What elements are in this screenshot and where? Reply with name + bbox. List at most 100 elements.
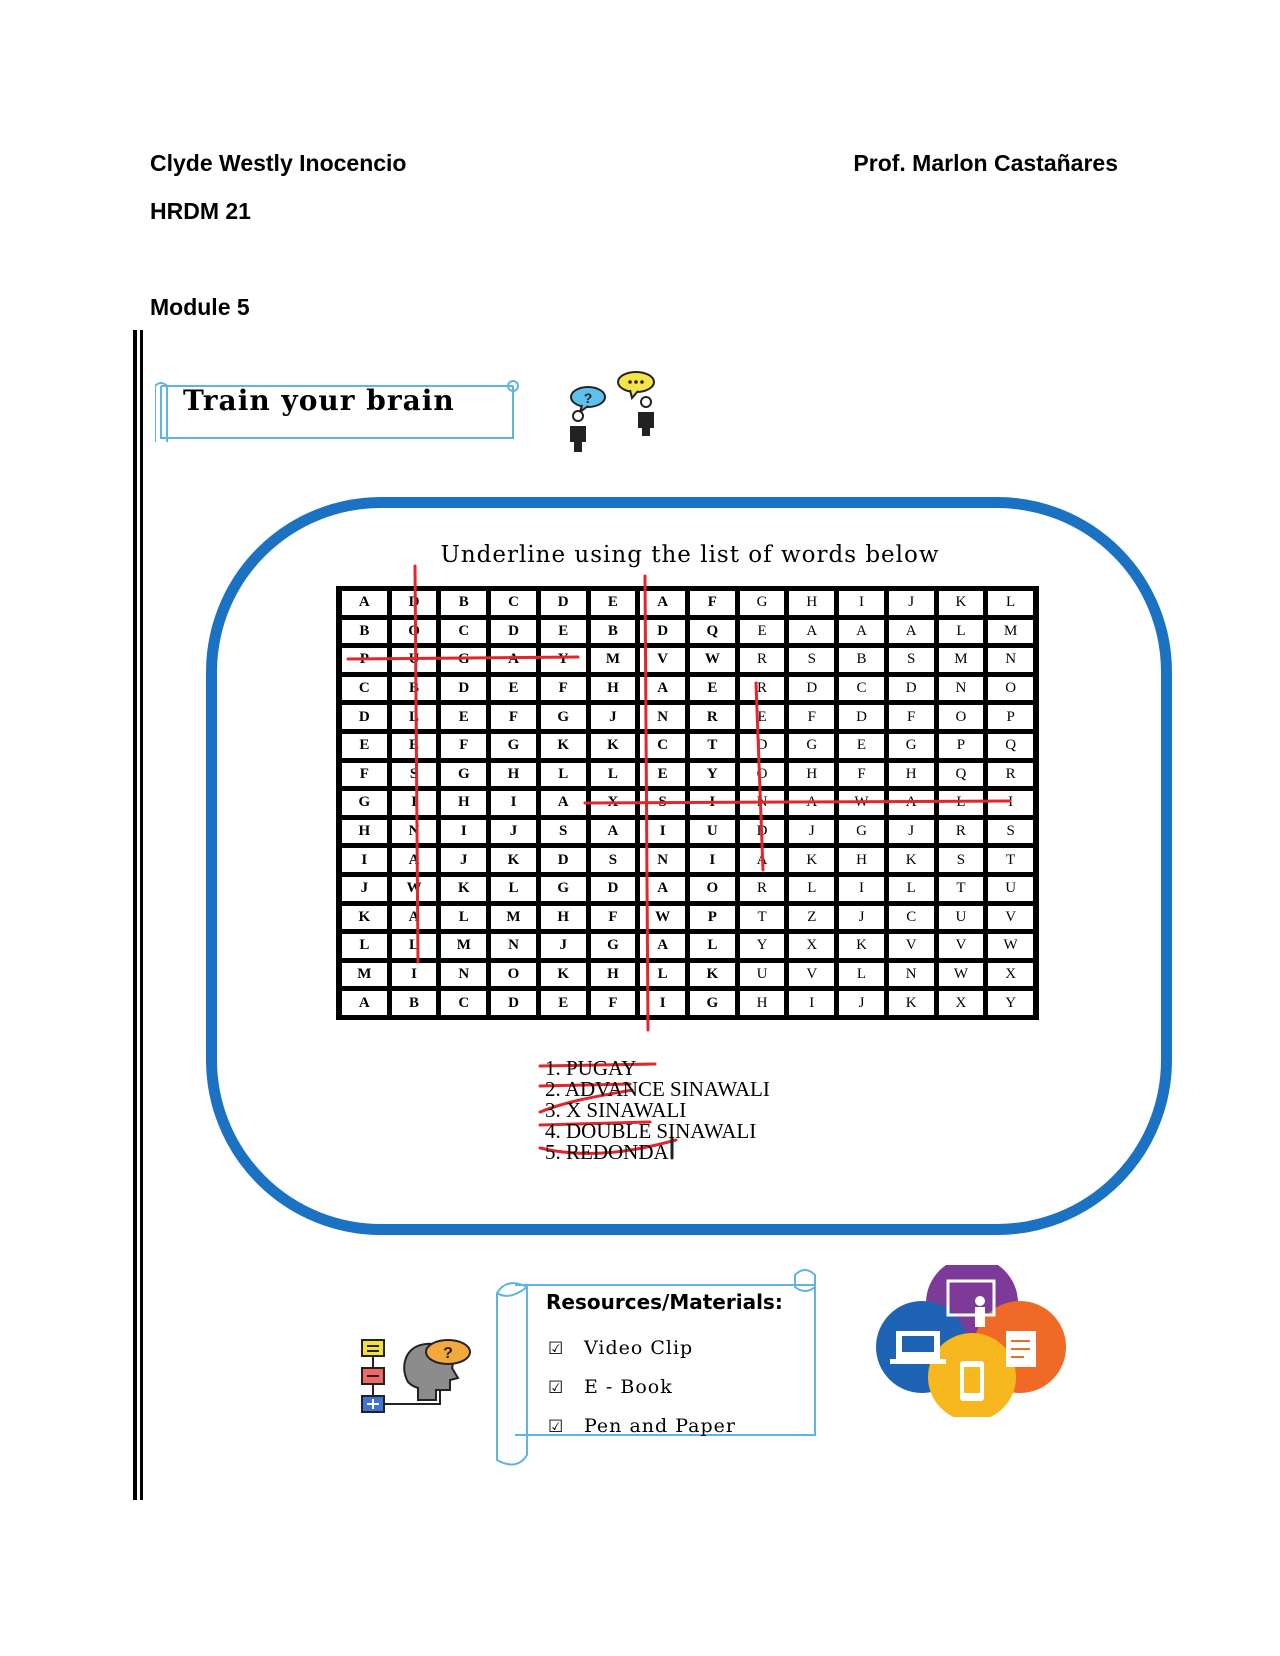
grid-cell: K (888, 991, 934, 1015)
grid-cell: D (441, 676, 487, 701)
grid-cell: N (441, 962, 487, 987)
grid-cell: L (839, 962, 884, 987)
grid-cell: F (590, 991, 636, 1015)
grid-cell: V (888, 934, 934, 958)
grid-cell: B (590, 619, 636, 644)
grid-cell: Q (690, 619, 735, 644)
grid-cell: S (590, 848, 636, 872)
grid-cell: C (441, 991, 487, 1015)
grid-cell: V (640, 648, 685, 672)
grid-cell: O (938, 705, 984, 729)
grid-cell: I (988, 791, 1033, 815)
word-list-item: 2. ADVANCE SINAWALI (545, 1077, 770, 1101)
grid-cell: E (540, 619, 586, 644)
grid-cell: L (988, 591, 1033, 615)
grid-cell: A (342, 591, 387, 615)
grid-cell: M (590, 648, 636, 672)
grid-cell: F (590, 905, 636, 930)
grid-cell: N (640, 848, 685, 872)
grid-cell: T (739, 905, 785, 930)
svg-text:?: ? (584, 390, 593, 406)
grid-cell: I (640, 819, 685, 844)
grid-cell: G (888, 734, 934, 758)
grid-cell: A (640, 877, 685, 901)
grid-cell: G (441, 648, 487, 672)
grid-cell: A (491, 648, 536, 672)
grid-cell: V (938, 934, 984, 958)
grid-cell: Y (690, 762, 735, 787)
grid-cell: F (342, 762, 387, 787)
grid-cell: S (540, 819, 586, 844)
grid-cell: L (590, 762, 636, 787)
grid-cell: E (839, 734, 884, 758)
grid-cell: C (441, 619, 487, 644)
grid-cell: N (888, 962, 934, 987)
grid-cell: H (590, 676, 636, 701)
grid-cell: W (988, 934, 1033, 958)
grid-cell: R (988, 762, 1033, 787)
grid-cell: I (690, 848, 735, 872)
grid-cell: R (739, 877, 785, 901)
grid-cell: P (690, 905, 735, 930)
grid-cell: D (739, 734, 785, 758)
resource-item-video-clip: ☑Video Clip (548, 1337, 693, 1359)
resources-scroll (496, 1269, 816, 1466)
grid-cell: A (590, 819, 636, 844)
grid-cell: D (391, 591, 437, 615)
grid-cell: E (441, 705, 487, 729)
grid-cell: O (491, 962, 536, 987)
grid-cell: M (938, 648, 984, 672)
grid-cell: E (640, 762, 685, 787)
grid-cell: P (988, 705, 1033, 729)
course-code: HRDM 21 (150, 198, 251, 224)
grid-cell: J (491, 819, 536, 844)
grid-cell: N (640, 705, 685, 729)
grid-cell: K (888, 848, 934, 872)
grid-cell: F (690, 591, 735, 615)
grid-cell: M (491, 905, 536, 930)
grid-cell: M (342, 962, 387, 987)
grid-cell: E (590, 591, 636, 615)
grid-cell: D (888, 676, 934, 701)
grid-cell: C (491, 591, 536, 615)
grid-cell: I (342, 848, 387, 872)
grid-cell: C (640, 734, 685, 758)
word-list-item: 3. X SINAWALI (545, 1098, 687, 1122)
grid-cell: C (839, 676, 884, 701)
grid-cell: I (789, 991, 835, 1015)
grid-cell: F (491, 705, 536, 729)
word-list-item: 1. PUGAY (545, 1056, 637, 1080)
grid-cell: K (491, 848, 536, 872)
grid-cell: R (739, 676, 785, 701)
grid-cell: U (739, 962, 785, 987)
grid-cell: I (640, 991, 685, 1015)
grid-cell: E (391, 734, 437, 758)
grid-cell: W (938, 962, 984, 987)
grid-cell: J (590, 705, 636, 729)
activity-instruction: Underline using the list of words below (440, 542, 940, 568)
grid-cell: L (690, 934, 735, 958)
grid-cell: F (540, 676, 586, 701)
resource-item-pen-paper: ☑Pen and Paper (548, 1415, 736, 1437)
grid-cell: G (839, 819, 884, 844)
grid-cell: Z (789, 905, 835, 930)
grid-cell: E (739, 705, 785, 729)
grid-cell: D (590, 877, 636, 901)
grid-cell: L (888, 877, 934, 901)
grid-cell: R (690, 705, 735, 729)
grid-cell: A (640, 591, 685, 615)
grid-cell: Q (988, 734, 1033, 758)
checkbox-checked-icon: ☑ (548, 1378, 565, 1398)
grid-cell: L (391, 934, 437, 958)
grid-cell: D (640, 619, 685, 644)
grid-cell: W (391, 877, 437, 901)
grid-cell: K (839, 934, 884, 958)
grid-cell: I (839, 591, 884, 615)
grid-cell: N (988, 648, 1033, 672)
resource-item-ebook: ☑E - Book (548, 1376, 673, 1398)
grid-cell: E (491, 676, 536, 701)
grid-cell: H (590, 962, 636, 987)
grid-cell: N (491, 934, 536, 958)
grid-cell: I (839, 877, 884, 901)
